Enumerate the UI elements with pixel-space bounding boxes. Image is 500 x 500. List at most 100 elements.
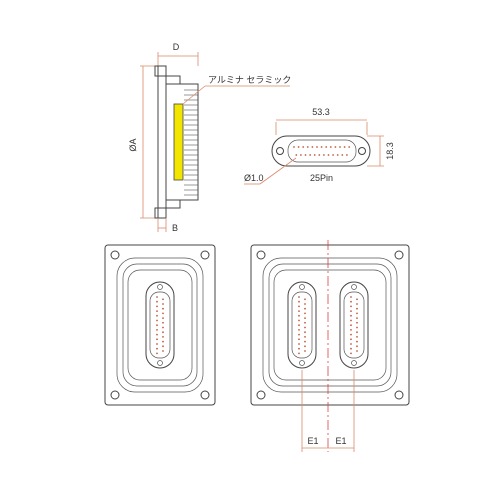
pin (341, 154, 344, 156)
double-plate-view: E1 E1 (250, 240, 410, 452)
pin (350, 343, 352, 345)
pin (298, 329, 300, 331)
pin (156, 324, 158, 327)
dim-d-label: D (173, 42, 180, 52)
pin (304, 317, 306, 319)
pin (356, 317, 358, 319)
pin (298, 314, 300, 317)
face-outline (271, 135, 371, 167)
material-leader (182, 85, 206, 105)
pin (156, 305, 158, 308)
pin (350, 324, 352, 327)
pin (162, 336, 164, 338)
plate-hole (110, 390, 120, 400)
pin (298, 319, 300, 322)
pin (304, 154, 307, 156)
pin (297, 146, 300, 148)
pin (350, 333, 352, 336)
pin (346, 154, 348, 156)
pin (295, 154, 298, 156)
pin (356, 326, 358, 329)
alumina-insulator (173, 103, 184, 181)
face-insert (287, 139, 357, 163)
dim-b-label: B (172, 223, 178, 233)
material-label: アルミナ セラミック (208, 75, 291, 85)
pin (343, 146, 346, 148)
pin (332, 154, 334, 156)
pin (356, 331, 358, 334)
pin (162, 298, 164, 301)
pin (336, 154, 339, 156)
pin (320, 146, 323, 148)
pin (156, 343, 158, 345)
pin (162, 326, 164, 329)
pin (298, 305, 300, 308)
pin (304, 303, 306, 305)
cooling-fins (184, 89, 198, 196)
pin (156, 296, 158, 298)
pin (162, 350, 164, 352)
pin (325, 146, 328, 148)
connector-shell (145, 281, 175, 369)
pin (304, 331, 306, 334)
pin (162, 345, 164, 348)
pin (356, 312, 358, 315)
pin-diameter-leader (259, 157, 297, 185)
pin (156, 314, 158, 317)
pin-diameter-label: Ø1.0 (244, 173, 264, 183)
pin (298, 324, 300, 327)
pin (156, 319, 158, 322)
pin (356, 303, 358, 305)
pin (350, 314, 352, 317)
dim-height-label: 18.3 (385, 142, 395, 160)
pin (350, 352, 352, 355)
pin (298, 333, 300, 336)
plate-hole (394, 390, 404, 400)
pin (156, 338, 158, 341)
face-pin-array (293, 146, 351, 156)
pin (356, 321, 358, 324)
pin (318, 154, 321, 156)
pin (298, 300, 300, 303)
pin (311, 146, 314, 148)
pin (298, 296, 300, 298)
pin (302, 146, 305, 148)
pin (356, 345, 358, 348)
pin (304, 307, 306, 310)
pin (162, 317, 164, 319)
pin (162, 331, 164, 334)
pin (298, 347, 300, 350)
plate-pin-array (350, 296, 358, 355)
pin (356, 298, 358, 301)
pin (304, 312, 306, 315)
plate-outer (250, 244, 410, 406)
pin (162, 312, 164, 315)
pin-count-label: 25Pin (310, 173, 333, 183)
pin (327, 154, 330, 156)
pin (304, 345, 306, 348)
pin (356, 307, 358, 310)
dim-width-label: 53.3 (312, 107, 330, 117)
pin (309, 154, 311, 156)
flange (157, 65, 167, 219)
pin (350, 310, 352, 312)
dim-e1-left-label: E1 (307, 436, 318, 446)
pin (156, 310, 158, 312)
pin (329, 146, 332, 148)
pin (162, 303, 164, 305)
mount-hole-right (358, 147, 366, 155)
pin (156, 300, 158, 303)
connector-body (165, 83, 199, 201)
pin (356, 350, 358, 352)
pin (323, 154, 325, 156)
pin (293, 146, 295, 148)
pin-face-view: 53.3 18.3 Ø1.0 25Pin (244, 107, 395, 185)
connector-shell (339, 281, 369, 369)
plate-outer (104, 244, 216, 406)
pin (300, 154, 302, 156)
pin (304, 326, 306, 329)
pin (350, 296, 352, 298)
pin (350, 300, 352, 303)
pin (298, 338, 300, 341)
